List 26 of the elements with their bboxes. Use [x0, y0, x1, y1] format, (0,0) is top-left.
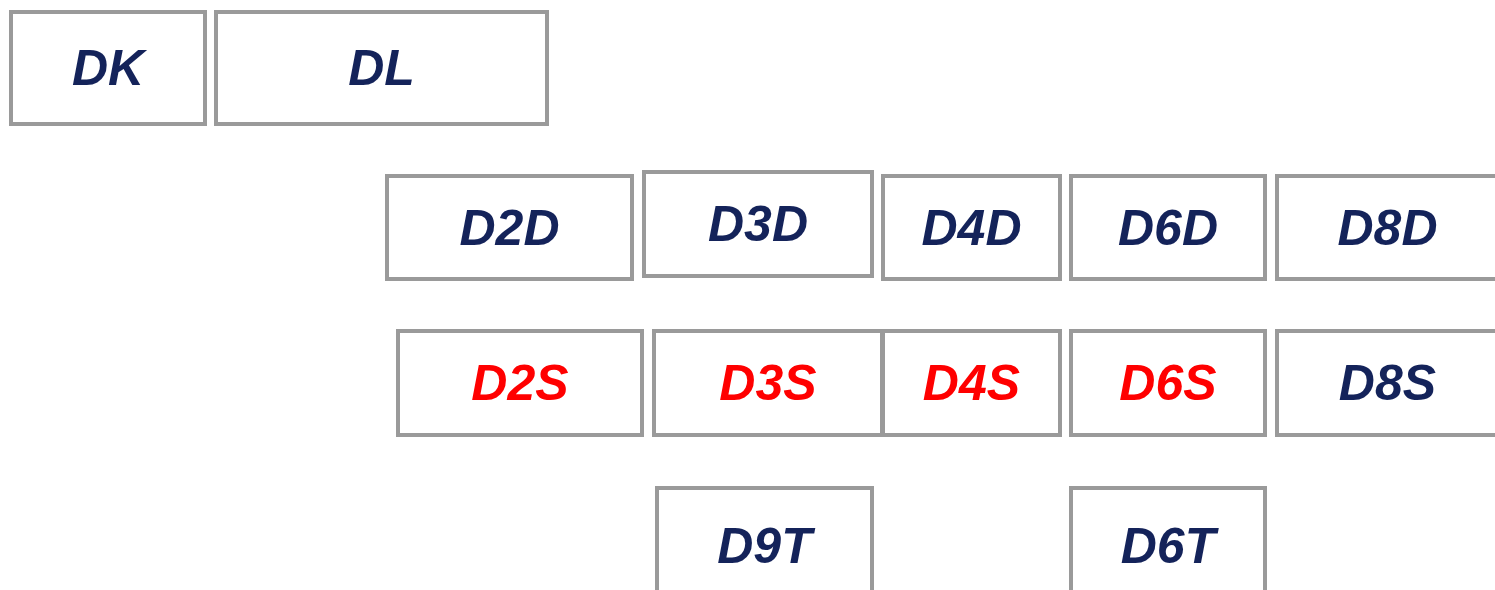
label-box: [385, 174, 634, 281]
code-text: D3D: [708, 195, 808, 253]
label-box: [1275, 329, 1495, 437]
code-text: D4D: [921, 198, 1022, 257]
code-text: D2S: [471, 354, 569, 412]
code-text: D6S: [1119, 354, 1217, 412]
label-box: [1069, 329, 1267, 437]
label-box: [396, 329, 644, 437]
code-text: DK: [71, 39, 145, 97]
label-box: [9, 10, 207, 126]
label-box: [1069, 174, 1267, 281]
label-box: [652, 329, 884, 437]
label-box: [881, 174, 1062, 281]
code-text: D4S: [922, 354, 1021, 412]
label-box: [1275, 174, 1495, 281]
label-box: [881, 329, 1062, 437]
label-box: [642, 170, 874, 278]
code-text: D8S: [1338, 354, 1437, 412]
label-box: [214, 10, 549, 126]
label-box: [655, 486, 874, 590]
code-text: D6D: [1118, 198, 1218, 257]
code-text: D8D: [1337, 198, 1438, 257]
code-text: D3S: [719, 354, 817, 412]
code-text: DL: [348, 39, 415, 97]
label-box: [1069, 486, 1267, 590]
code-text: D2D: [459, 198, 560, 257]
